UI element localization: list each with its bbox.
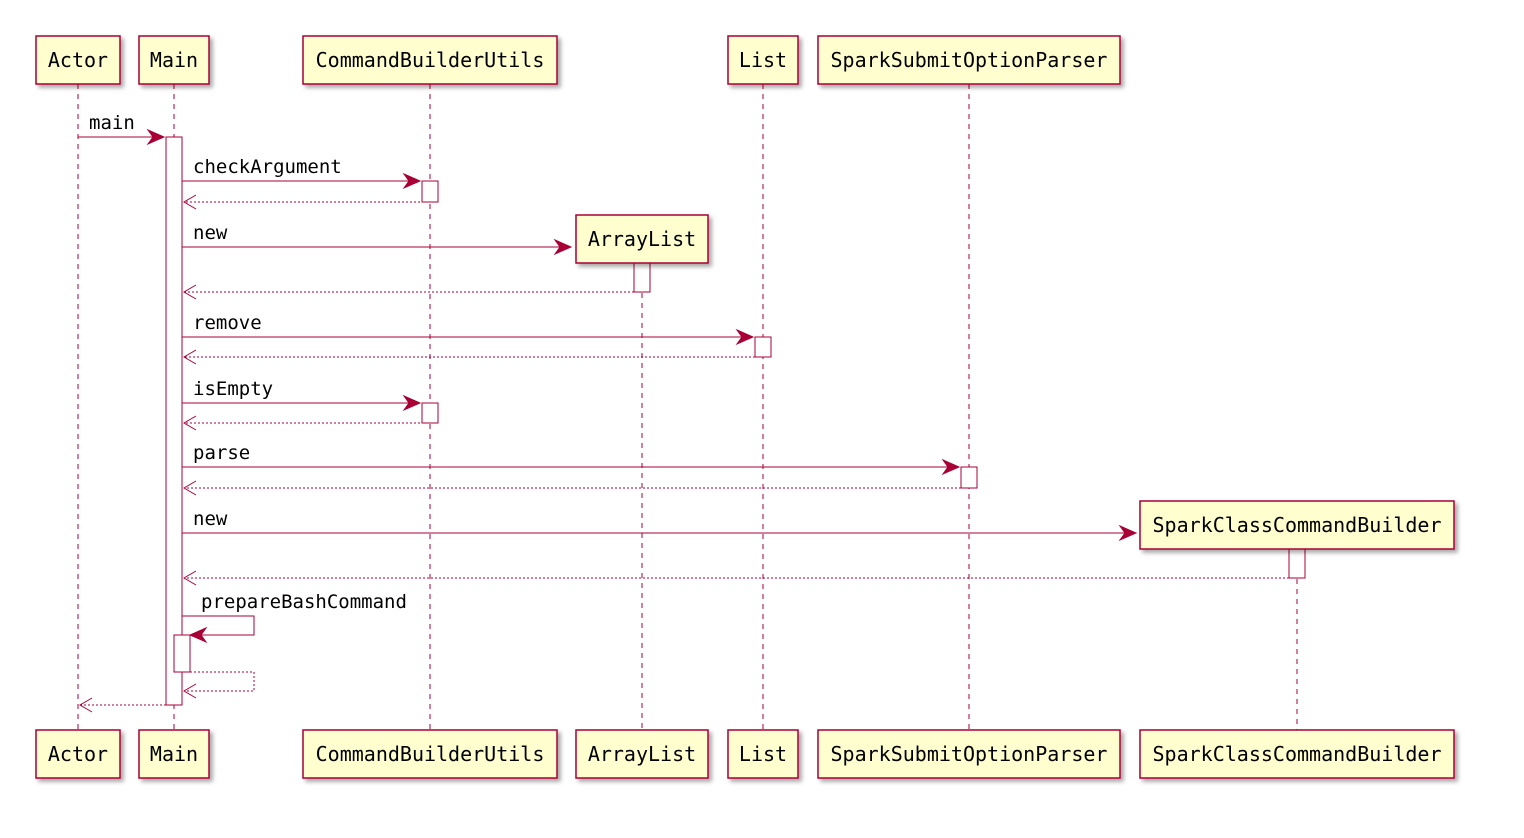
participant-label: List — [739, 48, 787, 72]
participant-box — [302, 35, 558, 85]
participant-cbu-top: CommandBuilderUtils — [302, 35, 558, 85]
message-label-13: prepareBashCommand — [201, 591, 407, 613]
participant-label: SparkSubmitOptionParser — [831, 742, 1108, 766]
participant-label: CommandBuilderUtils — [316, 48, 545, 72]
participant-label: SparkClassCommandBuilder — [1153, 742, 1442, 766]
participant-box — [35, 35, 121, 85]
arrowhead — [188, 626, 208, 644]
participant-label: CommandBuilderUtils — [316, 742, 545, 766]
participant-label: SparkClassCommandBuilder — [1153, 513, 1442, 537]
participant-box — [1139, 500, 1455, 550]
participant-actor-top: Actor — [35, 35, 121, 85]
participant-list-top: List — [727, 35, 799, 85]
participant-box — [35, 729, 121, 779]
activation-bar-cbu — [421, 402, 439, 424]
arrowhead — [402, 172, 422, 190]
arrowhead — [553, 238, 573, 256]
activation-bar-cbu — [421, 180, 439, 203]
message-line-13 — [182, 615, 255, 636]
participant-label: Actor — [48, 742, 108, 766]
arrowhead — [183, 683, 197, 699]
arrowhead — [183, 415, 197, 431]
participant-label: Main — [150, 742, 198, 766]
participant-cbu-bottom: CommandBuilderUtils — [302, 729, 558, 779]
message-line-14 — [184, 671, 255, 692]
message-label-0: main — [89, 112, 135, 134]
message-label-5: remove — [193, 312, 262, 334]
participant-main-top: Main — [138, 35, 210, 85]
participant-ssop-top: SparkSubmitOptionParser — [817, 35, 1121, 85]
arrowhead — [146, 128, 166, 146]
participant-ssop-bottom: SparkSubmitOptionParser — [817, 729, 1121, 779]
arrowhead — [183, 570, 197, 586]
participant-label: ArrayList — [588, 742, 696, 766]
participant-arraylist-top: ArrayList — [575, 214, 709, 264]
participant-sccb-bottom: SparkClassCommandBuilder — [1139, 729, 1455, 779]
participant-box — [817, 729, 1121, 779]
arrowhead — [183, 349, 197, 365]
participant-box — [138, 729, 210, 779]
arrowhead — [402, 394, 422, 412]
activation-bar-ssop — [960, 466, 978, 489]
participant-list-bottom: List — [727, 729, 799, 779]
participant-label: Main — [150, 48, 198, 72]
message-label-9: parse — [193, 442, 250, 464]
participant-box — [817, 35, 1121, 85]
participant-label: SparkSubmitOptionParser — [831, 48, 1108, 72]
participant-sccb-top: SparkClassCommandBuilder — [1139, 500, 1455, 550]
participant-box — [138, 35, 210, 85]
participant-box — [727, 729, 799, 779]
message-label-3: new — [193, 222, 228, 244]
participant-box — [1139, 729, 1455, 779]
participant-actor-bottom: Actor — [35, 729, 121, 779]
arrowhead — [183, 480, 197, 496]
participant-box — [727, 35, 799, 85]
activation-bar-sccb — [1288, 548, 1306, 579]
activation-bar-list — [754, 336, 772, 358]
arrowhead — [183, 284, 197, 300]
participant-label: List — [739, 742, 787, 766]
arrowhead — [79, 697, 93, 713]
activation-bar-arraylist — [633, 262, 651, 293]
participant-label: Actor — [48, 48, 108, 72]
participant-arraylist-bottom: ArrayList — [575, 729, 709, 779]
participant-label: ArrayList — [588, 227, 696, 251]
message-label-1: checkArgument — [193, 156, 342, 178]
arrowhead — [183, 194, 197, 210]
message-label-7: isEmpty — [193, 378, 273, 400]
message-label-11: new — [193, 508, 228, 530]
participant-box — [575, 214, 709, 264]
participant-main-bottom: Main — [138, 729, 210, 779]
participant-box — [575, 729, 709, 779]
arrowhead — [1118, 524, 1138, 542]
activation-bar-main — [165, 136, 183, 706]
activation-bar-main — [173, 634, 191, 673]
arrowhead — [735, 328, 755, 346]
arrowhead — [941, 458, 961, 476]
participant-box — [302, 729, 558, 779]
